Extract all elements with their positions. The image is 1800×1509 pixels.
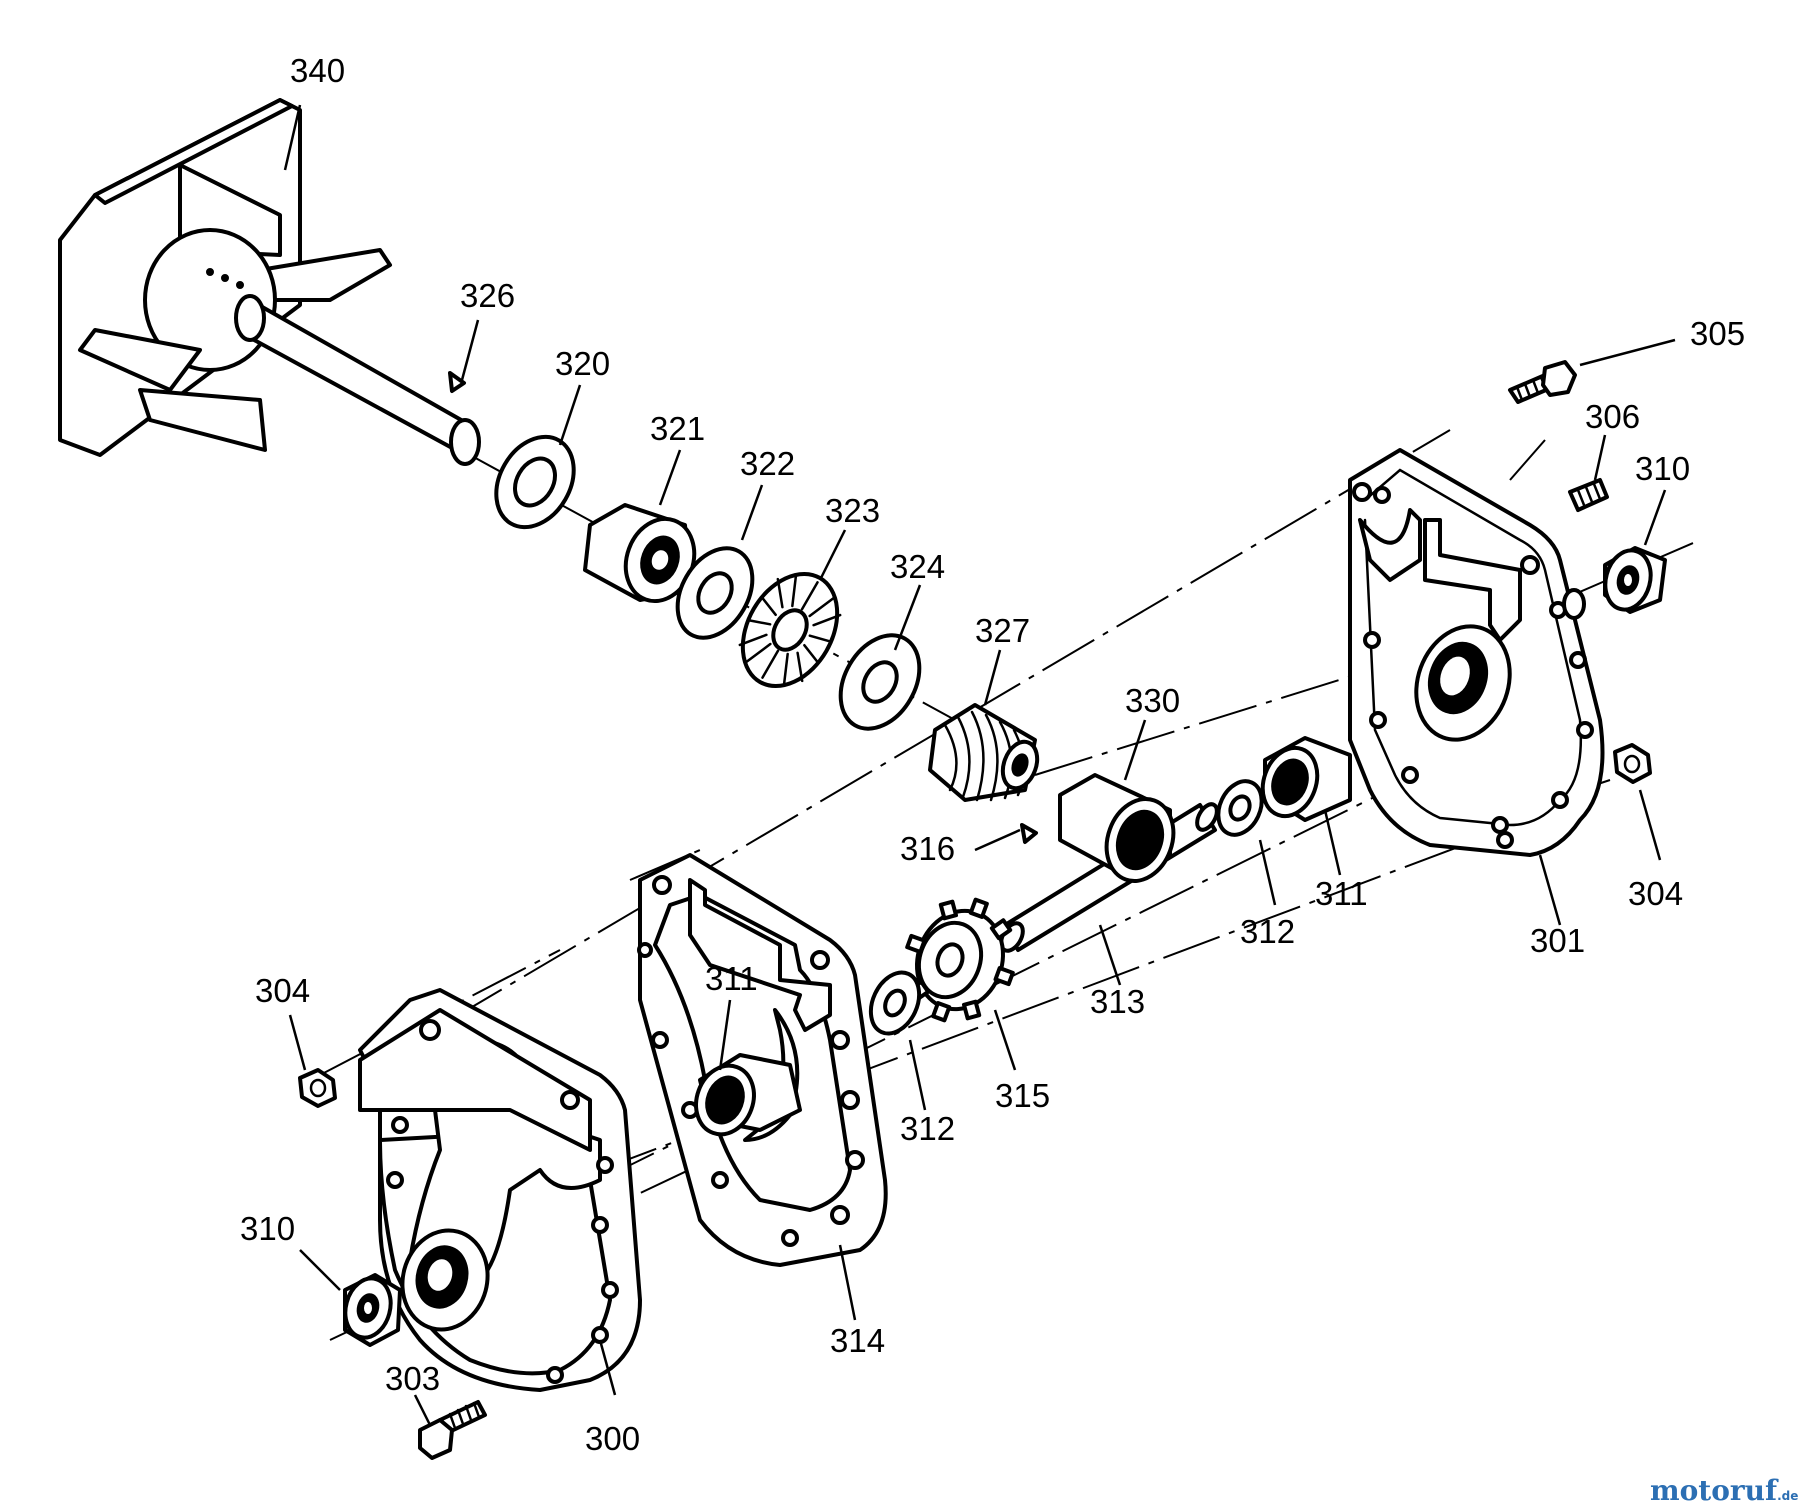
- callout-301: 301: [1530, 922, 1585, 959]
- callout-303: 303: [385, 1360, 440, 1397]
- callout-314: 314: [830, 1322, 885, 1359]
- callout-311-upper: 311: [1315, 875, 1368, 912]
- part-300-gear-case-left: [358, 988, 642, 1392]
- part-316-key: [1020, 823, 1038, 844]
- callout-311-lower: 311: [705, 960, 758, 997]
- part-310-seal-left: [343, 1273, 402, 1347]
- part-330-bushing: [1058, 773, 1176, 883]
- callout-304-right: 304: [1628, 875, 1683, 912]
- callout-316: 316: [900, 830, 955, 867]
- part-301-gear-case-right: [1348, 448, 1605, 857]
- callout-312-upper: 312: [1240, 913, 1295, 950]
- part-303-bolt: [418, 1400, 487, 1460]
- callout-310-left: 310: [240, 1210, 295, 1247]
- part-312-washer-upper: [1216, 779, 1264, 837]
- callout-326: 326: [460, 277, 515, 314]
- watermark-main: motoruf: [1650, 1474, 1779, 1507]
- part-340-impeller-assembly: [58, 98, 481, 466]
- part-327-worm-gear: [928, 703, 1040, 802]
- callout-327: 327: [975, 612, 1030, 649]
- callout-322: 322: [740, 445, 795, 482]
- callout-305: 305: [1690, 315, 1745, 352]
- watermark-suffix: .de: [1777, 1489, 1798, 1503]
- part-322-washer: [675, 546, 755, 640]
- part-324-washer: [838, 633, 922, 731]
- svg-text:motoruf.de: motoruf.de: [1650, 1474, 1798, 1507]
- watermark-logo: motoruf.de: [1650, 1474, 1798, 1507]
- part-320-washer: [494, 434, 576, 530]
- callout-304-left: 304: [255, 972, 310, 1009]
- callout-306: 306: [1585, 398, 1640, 435]
- callout-321: 321: [650, 410, 705, 447]
- part-305-bolt: [1508, 360, 1577, 404]
- callout-323: 323: [825, 492, 880, 529]
- callout-324: 324: [890, 548, 945, 585]
- part-321-bearing-housing: [583, 503, 697, 604]
- part-311-bushing-upper: [1260, 736, 1352, 822]
- part-326-key: [448, 371, 466, 393]
- callout-313: 313: [1090, 983, 1145, 1020]
- callout-labels: 340 326 320 321 322 323 324 327 330 316 …: [240, 52, 1745, 1457]
- part-310-seal-right: [1603, 546, 1667, 614]
- part-306-set-screw: [1568, 478, 1609, 512]
- part-311-bushing-lower: [694, 1053, 802, 1137]
- callout-310-right: 310: [1635, 450, 1690, 487]
- callout-320: 320: [555, 345, 610, 382]
- callout-315: 315: [995, 1077, 1050, 1114]
- leader-lines: [283, 104, 1676, 1426]
- callout-300: 300: [585, 1420, 640, 1457]
- callout-340: 340: [290, 52, 345, 89]
- part-323-thrust-bearing: [738, 571, 842, 689]
- callout-312-lower: 312: [900, 1110, 955, 1147]
- part-312-washer-lower: [868, 970, 922, 1036]
- part-304-nut-right: [1613, 743, 1652, 784]
- part-304-nut-left: [298, 1068, 337, 1108]
- callout-330: 330: [1125, 682, 1180, 719]
